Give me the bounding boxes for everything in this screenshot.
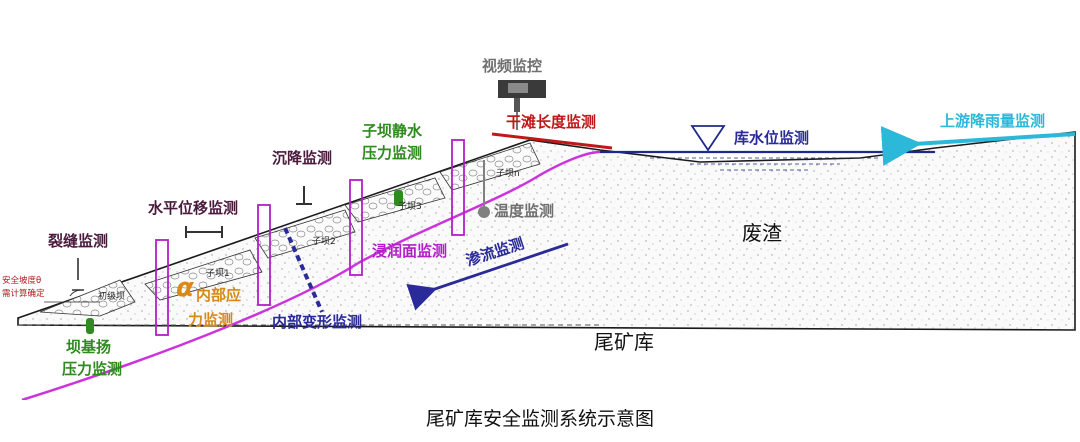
base-pressure-sensor-icon	[86, 318, 94, 334]
label-beach: 干滩长度监测	[506, 113, 596, 131]
label-temperature: 温度监测	[494, 202, 554, 220]
label-subdam-pressure-2: 压力监测	[362, 144, 422, 162]
dam-rock-zone	[144, 249, 263, 301]
label-reservoir-level: 库水位监测	[734, 129, 809, 147]
dam-label-sub2: 子坝2	[312, 236, 336, 247]
label-alpha: α	[176, 273, 194, 303]
label-crack: 裂缝监测	[47, 232, 108, 250]
label-settlement: 沉降监测	[272, 149, 332, 167]
dam-rock-zone	[439, 142, 541, 191]
label-tailings: 尾矿库	[594, 330, 654, 354]
label-video: 视频监控	[482, 57, 542, 75]
label-internal-deform: 内部变形监测	[272, 313, 362, 331]
diagram-title: 尾矿库安全监测系统示意图	[425, 408, 654, 430]
label-base-pressure-2: 压力监测	[62, 360, 122, 378]
water-level-triangle-icon	[690, 125, 726, 152]
dry-beach-line	[491, 132, 613, 150]
dam-rock-zone	[254, 209, 356, 259]
crack-marker-icon	[72, 258, 84, 291]
slope-angle-arc	[69, 289, 83, 297]
label-phreatic: 浸润面监测	[372, 242, 447, 260]
dam-label-sub1: 子坝1	[206, 268, 230, 279]
label-subdam-pressure-1: 子坝静水	[362, 122, 423, 140]
label-slope-2: 需计算确定	[2, 288, 45, 299]
water-ripple	[650, 157, 880, 171]
horizontal-displacement-icon	[185, 226, 223, 238]
dam-label-sub3: 子坝3	[398, 201, 422, 212]
settlement-marker-icon	[296, 186, 312, 205]
tailings-diagram: 初级坝 子坝1 子坝2 子坝3 子坝n 视频监控 干滩长度监测 库水位监测 上游…	[2, 57, 1076, 402]
label-horizontal: 水平位移监测	[148, 199, 238, 217]
label-waste: 废渣	[742, 221, 782, 245]
seepage-arrow-icon	[406, 242, 569, 311]
rain-arrow-icon	[880, 126, 1076, 166]
video-camera-icon	[498, 80, 546, 130]
dam-label-subn: 子坝n	[496, 168, 520, 179]
temperature-sensor-icon	[478, 206, 490, 218]
phreatic-line	[21, 150, 601, 402]
label-slope-1: 安全坡度θ	[2, 275, 41, 286]
internal-deformation-line	[283, 227, 324, 313]
dam-label-initial: 初级坝	[98, 290, 125, 302]
label-base-pressure-1: 坝基扬	[66, 338, 111, 356]
piezometer-tubes	[155, 139, 465, 336]
label-rain: 上游降雨量监测	[940, 112, 1045, 130]
label-internal-stress-2: 力监测	[188, 311, 233, 329]
dam-rock-zone	[39, 279, 136, 317]
subdam-pressure-sensor-icon	[394, 190, 403, 206]
label-internal-stress-1: 内部应	[196, 286, 241, 304]
